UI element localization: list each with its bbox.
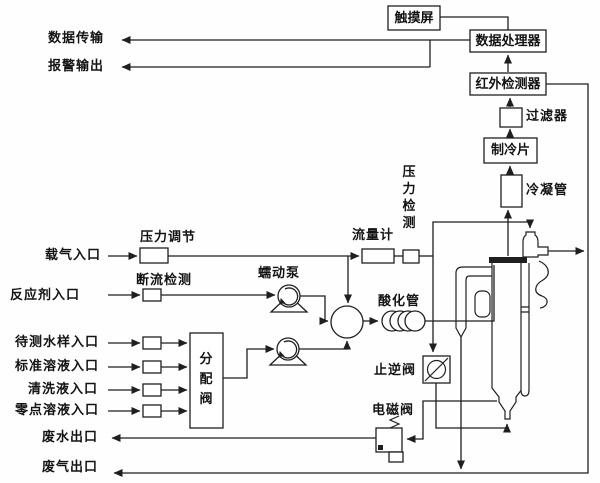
label-sample-water-inlet: 待测水样入口	[15, 335, 100, 350]
sample-valve-box	[142, 336, 162, 350]
label-zero-solution-inlet: 零点溶液入口	[15, 403, 100, 418]
label-cleaning-solution-inlet: 清洗液入口	[28, 382, 99, 397]
label-carrier-gas-inlet: 载气入口	[45, 248, 102, 263]
vessel-neck	[522, 231, 549, 258]
condenser-box	[500, 174, 523, 208]
connection-lines	[108, 16, 589, 477]
gas-to-neck-line	[432, 219, 534, 256]
label-check-valve: 止逆阀	[374, 363, 417, 378]
sidearm-outer	[455, 266, 492, 338]
coil-to-vessel-line	[425, 265, 495, 322]
cooling-chip-box	[483, 137, 538, 164]
label-data-processor: 数据处理器	[475, 33, 541, 49]
label-waste-gas-outlet: 废气出口	[42, 460, 99, 475]
label-alarm-output: 报警输出	[48, 59, 105, 74]
touchscreen-link-line	[440, 16, 509, 30]
spring-icon	[388, 415, 401, 429]
label-waste-water-outlet: 废水出口	[42, 430, 99, 445]
label-flow-cut-detection: 断流检测	[136, 273, 193, 288]
flow-meter-box	[361, 248, 395, 264]
pressure-regulator-box	[139, 247, 169, 264]
label-solenoid-valve: 电磁阀	[372, 403, 415, 418]
label-peristaltic-pump: 蠕动泵	[258, 266, 301, 281]
check-valve-symbol	[422, 355, 451, 384]
label-flow-meter: 流量计	[352, 228, 395, 243]
pigtail-trap	[535, 260, 549, 309]
vessel-drain-line	[406, 400, 497, 443]
data-processor-box	[469, 29, 547, 53]
trap-loop	[474, 290, 491, 318]
acidification-coil	[381, 310, 426, 332]
tube-marks	[521, 306, 529, 313]
label-data-transfer: 数据传输	[48, 31, 105, 46]
mixer-circle	[330, 305, 364, 339]
pump1-to-mixer-line	[300, 295, 329, 325]
inner-tube	[520, 263, 530, 397]
label-filter: 过滤器	[526, 109, 569, 124]
standard-valve-box	[142, 360, 162, 374]
sidearm-inner	[460, 275, 492, 338]
component-boxes	[139, 5, 547, 429]
flow-cut-sensor-box	[142, 288, 162, 302]
filter-box	[499, 107, 523, 128]
label-distribution-valve: 分配阀	[199, 352, 213, 407]
label-acidification-tube: 酸化管	[378, 294, 421, 309]
label-pressure-detection: 压力检测	[402, 165, 416, 231]
distvalve-to-pump2-line	[223, 345, 275, 379]
touch-screen-box	[387, 5, 441, 31]
label-reagent-inlet: 反应剂入口	[10, 288, 81, 303]
peristaltic-pump-1	[269, 284, 309, 313]
reactor-glassware	[455, 231, 549, 420]
exhaust-line	[113, 83, 589, 477]
pressure-sensor-box	[402, 249, 420, 264]
pump2-to-mixer-line	[299, 340, 351, 350]
vessel-body	[491, 263, 524, 420]
label-cooling-chip: 制冷片	[490, 143, 530, 158]
label-pressure-regulation: 压力调节	[140, 230, 197, 245]
label-condenser: 冷凝管	[526, 183, 569, 198]
label-standard-solution-inlet: 标准溶液入口	[15, 359, 100, 374]
ir-detector-box	[469, 72, 547, 96]
label-touch-screen: 触摸屏	[394, 10, 434, 26]
checkvalve-to-vessel-line	[435, 383, 511, 433]
vessel-lid	[489, 257, 527, 263]
distribution-valve-box	[189, 332, 224, 429]
zero-valve-box	[142, 404, 162, 418]
label-ir-detector: 红外检测器	[475, 76, 541, 92]
peristaltic-pump-2	[268, 337, 308, 366]
solenoid-valve-symbol	[375, 415, 404, 463]
cleaning-valve-box	[142, 383, 162, 397]
